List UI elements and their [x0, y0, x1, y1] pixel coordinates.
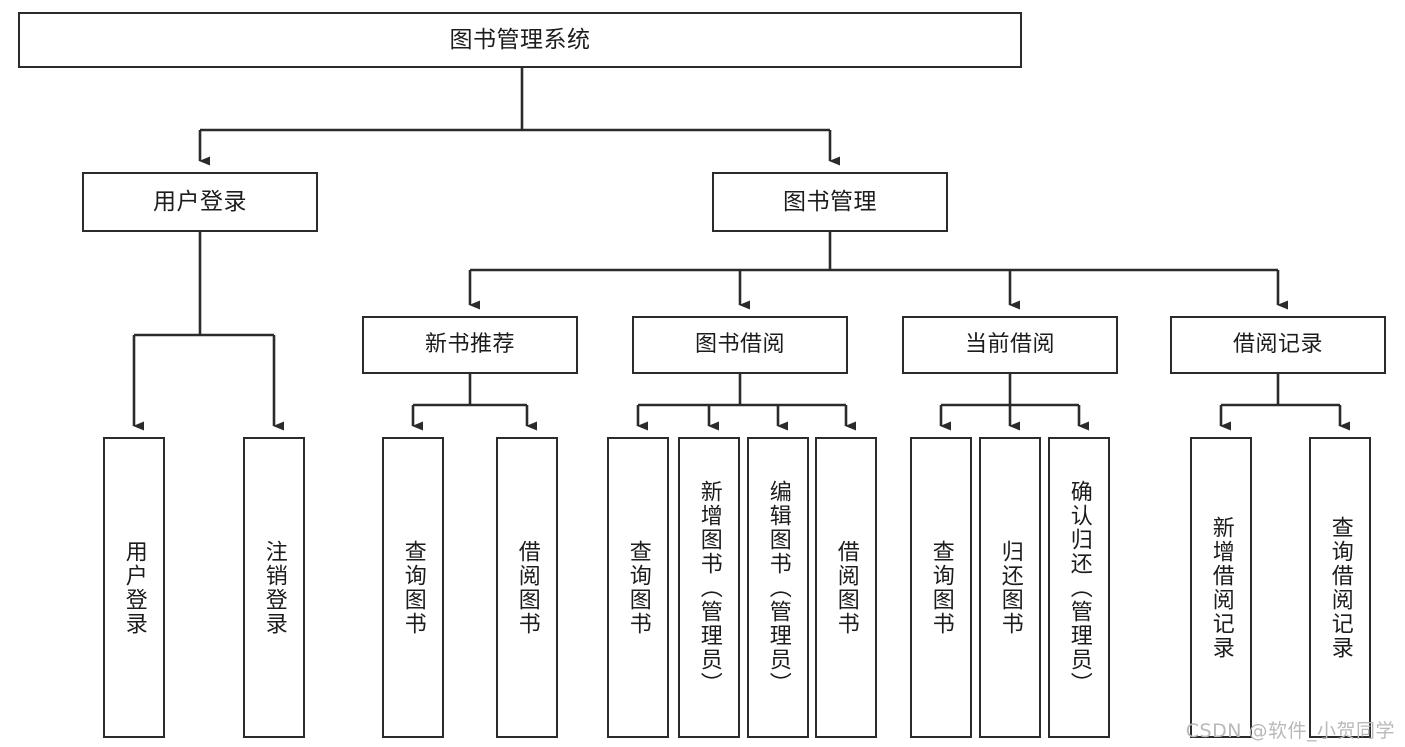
node-label: 用户登录: [121, 539, 147, 636]
csdn-watermark: CSDN @软件_小贺同学: [1185, 720, 1395, 742]
node-book-borrow[interactable]: 图书借阅: [632, 316, 848, 374]
node-user-login[interactable]: 用户登录: [82, 172, 318, 232]
node-label: 编辑图书（管理员）: [765, 479, 791, 696]
node-leaf-query-book-2[interactable]: 查询图书: [607, 437, 669, 738]
node-leaf-add-borrow-record[interactable]: 新增借阅记录: [1190, 437, 1252, 738]
node-label: 查询图书: [928, 539, 954, 636]
node-label: 确认归还（管理员）: [1066, 479, 1092, 696]
node-label: 图书管理: [783, 188, 877, 215]
node-label: 新增借阅记录: [1208, 515, 1234, 660]
node-label: 查询借阅记录: [1327, 515, 1353, 660]
node-leaf-query-book-3[interactable]: 查询图书: [910, 437, 972, 738]
node-book-management-system[interactable]: 图书管理系统: [18, 12, 1022, 68]
node-leaf-return-book[interactable]: 归还图书: [979, 437, 1041, 738]
node-book-management[interactable]: 图书管理: [712, 172, 948, 232]
node-leaf-edit-book[interactable]: 编辑图书（管理员）: [747, 437, 809, 738]
node-label: 新增图书（管理员）: [696, 479, 722, 696]
node-leaf-confirm-return[interactable]: 确认归还（管理员）: [1048, 437, 1110, 738]
node-label: 查询图书: [625, 539, 651, 636]
node-leaf-query-borrow-record[interactable]: 查询借阅记录: [1309, 437, 1371, 738]
node-leaf-borrow-book-2[interactable]: 借阅图书: [815, 437, 877, 738]
node-label: 借阅记录: [1232, 331, 1323, 357]
node-leaf-user-login[interactable]: 用户登录: [103, 437, 165, 738]
node-label: 新书推荐: [424, 331, 515, 357]
node-label: 借阅图书: [514, 539, 540, 636]
node-leaf-logout-login[interactable]: 注销登录: [243, 437, 305, 738]
node-leaf-add-book[interactable]: 新增图书（管理员）: [678, 437, 740, 738]
node-label: 查询图书: [400, 539, 426, 636]
node-label: 图书借阅: [694, 331, 785, 357]
node-label: 借阅图书: [833, 539, 859, 636]
node-current-borrow[interactable]: 当前借阅: [902, 316, 1118, 374]
node-label: 图书管理系统: [449, 26, 591, 53]
node-label: 注销登录: [261, 539, 287, 636]
node-label: 归还图书: [997, 539, 1023, 636]
node-new-book-recommend[interactable]: 新书推荐: [362, 316, 578, 374]
node-label: 当前借阅: [964, 331, 1055, 357]
node-leaf-query-book-1[interactable]: 查询图书: [382, 437, 444, 738]
node-label: 用户登录: [153, 188, 247, 215]
node-borrow-record[interactable]: 借阅记录: [1170, 316, 1386, 374]
node-leaf-borrow-book-1[interactable]: 借阅图书: [496, 437, 558, 738]
